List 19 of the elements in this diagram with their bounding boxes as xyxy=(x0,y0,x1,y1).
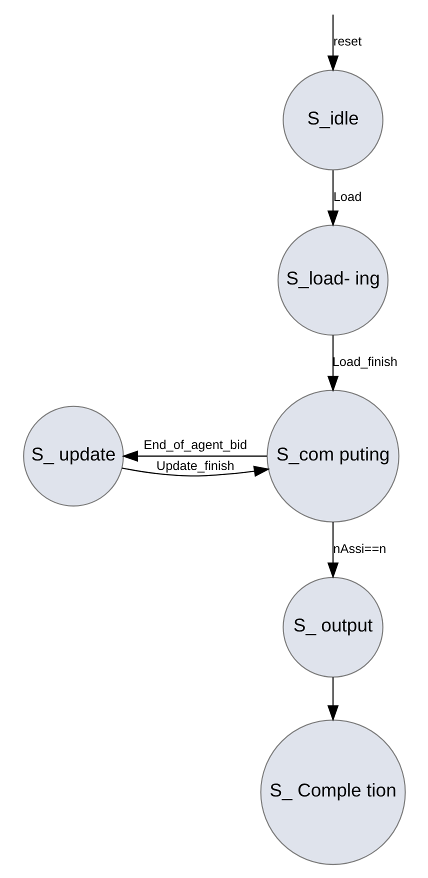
edge-label: Load xyxy=(332,188,362,204)
node-circle: S_ output xyxy=(282,576,383,678)
node-circle: S_ Comple tion xyxy=(260,719,406,866)
node-circle: S_ update xyxy=(22,406,124,507)
node-circle: S_com puting xyxy=(266,390,399,523)
arrow xyxy=(326,14,338,72)
edge-label: reset xyxy=(332,34,362,49)
node-circle: S_load- ing xyxy=(277,224,388,336)
edge-label: nAssi==n xyxy=(332,540,386,556)
edge-label: End_of_agent_bid xyxy=(143,436,247,452)
arrow xyxy=(326,677,338,722)
arrow xyxy=(326,335,338,392)
arrow xyxy=(326,522,338,579)
edge-label: Update_finish xyxy=(156,458,234,473)
node-circle: S_idle xyxy=(282,70,383,170)
arrow xyxy=(326,170,338,227)
arrow xyxy=(121,450,266,462)
edge-label: Load_finish xyxy=(332,354,397,369)
arrow xyxy=(121,466,270,477)
